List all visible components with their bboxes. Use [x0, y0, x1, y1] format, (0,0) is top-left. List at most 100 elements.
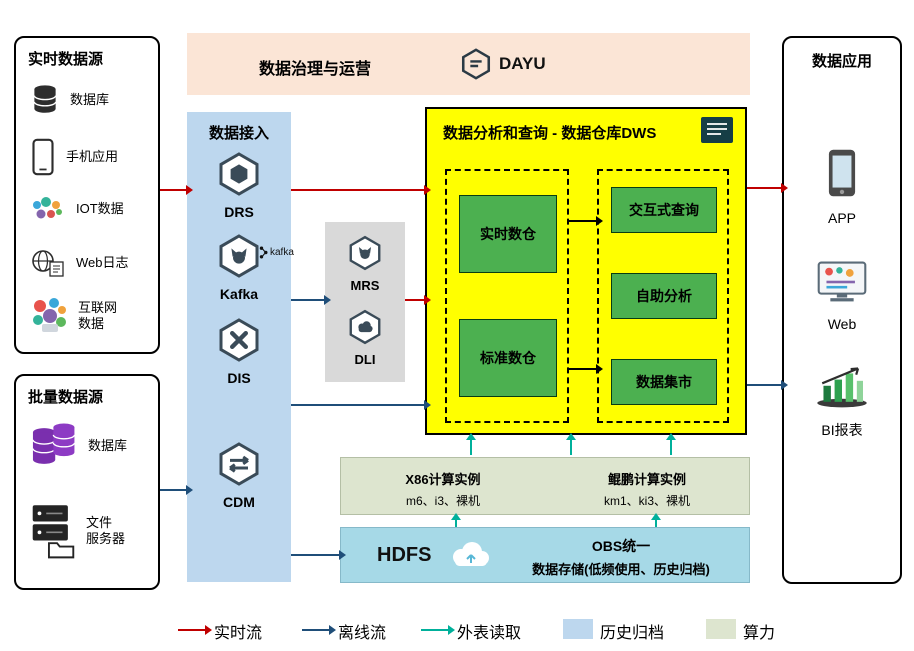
source-row-file-server: 文件 服务器	[30, 502, 156, 560]
bi-chart-icon	[817, 367, 867, 408]
source-row-database: 数据库	[30, 82, 156, 118]
hdfs-to-compute-arrow-1	[451, 513, 461, 527]
dws-title: 数据分析和查询 - 数据仓库DWS	[443, 125, 657, 142]
source-label: 数据库	[70, 91, 110, 107]
service-mrs: MRS	[325, 234, 405, 293]
hdfs-to-compute-arrow-2	[651, 513, 661, 527]
applications-panel: 数据应用 APP Web	[782, 36, 902, 584]
source-label: 数据库	[88, 437, 128, 453]
source-label: 文件 服务器	[86, 514, 126, 546]
dws-to-bi-arrow	[747, 380, 788, 390]
governance-banner: 数据治理与运营 DAYU	[187, 33, 750, 95]
cdm-icon	[219, 442, 259, 486]
hdfs-label: HDFS	[377, 544, 432, 566]
app-label: APP	[827, 210, 856, 226]
self-service-analysis-box: 自助分析	[611, 273, 717, 319]
file-server-icon	[32, 505, 75, 559]
kafka-icon	[219, 234, 259, 278]
data-mart-box: 数据集市	[611, 359, 717, 405]
warehouse-to-mart-arrow	[569, 364, 603, 374]
database-icon	[33, 85, 57, 113]
source-label: 手机应用	[66, 148, 119, 164]
source-label: Web日志	[76, 254, 129, 270]
data-access-panel: 数据接入 DRS kafka K	[187, 112, 294, 582]
realtime-sources-title: 实时数据源	[28, 51, 104, 68]
data-access-title: 数据接入	[208, 125, 269, 142]
app-label: Web	[827, 316, 857, 332]
middle-services-panel: MRS DLI	[325, 222, 405, 382]
web-monitor-icon	[817, 261, 867, 302]
obs-line2: 数据存储(低频使用、历史归档)	[532, 562, 710, 577]
x86-spec: m6、i3、裸机	[405, 494, 480, 508]
access-to-dws-offline-arrow	[291, 400, 431, 410]
realtime-warehouse-box: 实时数仓	[459, 195, 557, 273]
kafka-logo-icon	[259, 246, 268, 259]
dayu-icon	[461, 48, 491, 80]
source-label: IOT数据	[76, 200, 124, 216]
legend-label-realtime: 实时流	[214, 625, 263, 642]
access-to-mrs-arrow	[291, 295, 331, 305]
service-label: CDM	[223, 494, 255, 510]
dis-icon	[219, 318, 259, 362]
standard-warehouse-box: 标准数仓	[459, 319, 557, 397]
obs-text: OBS统一 数据存储(低频使用、历史归档)	[501, 536, 741, 578]
mrs-icon	[349, 235, 381, 271]
app-item-web: Web	[784, 260, 900, 332]
service-kafka: kafka Kafka	[187, 232, 294, 302]
iot-icon	[33, 197, 62, 219]
app-label: BI报表	[821, 422, 863, 438]
dayu-brand: DAYU	[459, 47, 546, 81]
realtime-sources-panel: 实时数据源 数据库 手机应用 IOT数据	[14, 36, 160, 354]
storage-panel: HDFS OBS统一 数据存储(低频使用、历史归档)	[340, 527, 750, 583]
kunpeng-spec: km1、ki3、裸机	[603, 494, 690, 508]
obs-line1: OBS统一	[591, 538, 651, 554]
cdm-to-hdfs-arrow	[291, 550, 346, 560]
kunpeng-title: 鲲鹏计算实例	[607, 472, 686, 487]
purple-database-icon	[32, 423, 76, 464]
legend-external-arrow	[421, 625, 455, 635]
source-row-internet: 互联网 数据	[30, 296, 156, 336]
governance-title: 数据治理与运营	[259, 61, 372, 78]
legend-label-archive: 历史归档	[600, 625, 665, 642]
warehouse-to-query-arrow	[569, 216, 603, 226]
service-dli: DLI	[325, 308, 405, 367]
kafka-logo-text: kafka	[270, 247, 294, 258]
service-drs: DRS	[187, 150, 291, 220]
applications-title: 数据应用	[811, 53, 872, 70]
batch-source-to-access-arrow	[160, 485, 193, 495]
service-label: DRS	[224, 204, 254, 220]
service-label: Kafka	[219, 286, 259, 302]
legend-compute-swatch	[706, 619, 736, 639]
compute-to-dws-arrow-2	[566, 433, 576, 455]
obs-cloud-icon	[453, 542, 489, 566]
dli-icon	[349, 309, 381, 345]
source-row-weblog: Web日志	[30, 248, 156, 278]
weblog-icon	[32, 250, 64, 277]
x86-title: X86计算实例	[405, 472, 481, 487]
dws-to-app-arrow	[747, 183, 788, 193]
app-phone-icon	[828, 149, 856, 197]
service-label: DLI	[354, 352, 376, 367]
drs-icon	[219, 152, 259, 196]
service-dis: DIS	[187, 316, 291, 386]
legend-label-offline: 离线流	[338, 625, 387, 642]
legend-archive-swatch	[563, 619, 593, 639]
interactive-query-box: 交互式查询	[611, 187, 717, 233]
compute-to-dws-arrow-3	[666, 433, 676, 455]
kafka-logo: kafka	[259, 246, 294, 259]
service-cdm: CDM	[187, 440, 291, 510]
source-row-iot: IOT数据	[30, 196, 156, 222]
realtime-source-to-access-arrow	[160, 185, 193, 195]
app-item-bi: BI报表	[784, 366, 900, 440]
legend-label-external: 外表读取	[457, 625, 522, 642]
phone-icon	[32, 138, 54, 176]
dws-panel: 数据分析和查询 - 数据仓库DWS 实时数仓 标准数仓 交互式查询 自助分析 数…	[425, 107, 747, 435]
compute-to-dws-arrow-1	[466, 433, 476, 455]
x86-compute: X86计算实例 m6、i3、裸机	[341, 458, 545, 514]
service-label: MRS	[350, 278, 380, 293]
warehouse-group: 实时数仓 标准数仓	[445, 169, 569, 423]
batch-sources-title: 批量数据源	[28, 389, 104, 406]
app-item-app: APP	[784, 148, 900, 226]
dws-doc-icon	[701, 117, 733, 143]
